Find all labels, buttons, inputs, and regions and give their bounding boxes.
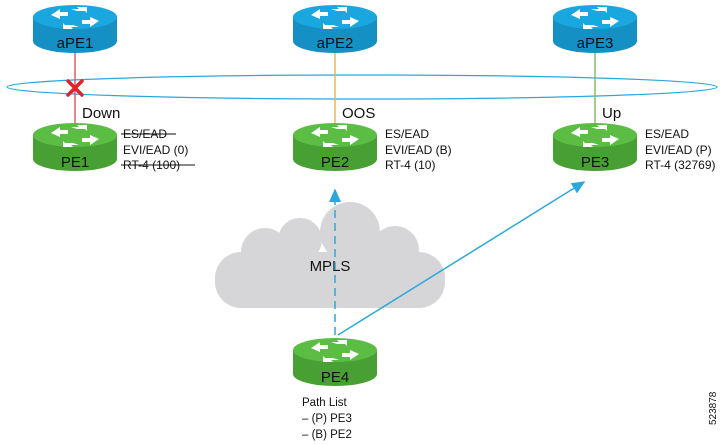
- pe-router-pe3-label: PE3: [581, 154, 609, 171]
- pe2-route-2: EVI/EAD (B): [385, 143, 452, 157]
- link-state-ape3: Up: [602, 105, 621, 122]
- pe1-routes: ES/EAD EVI/EAD (0) RT-4 (100): [121, 127, 195, 172]
- pe-router-pe2-label: PE2: [321, 154, 349, 171]
- pe-router-pe4: PE4: [293, 338, 377, 386]
- pe-router-pe1: PE1: [33, 123, 117, 171]
- pe-router-pe4-label: PE4: [321, 369, 349, 386]
- router-arrows-icon: [571, 125, 619, 147]
- mpls-cloud-label: MPLS: [310, 258, 351, 275]
- pe3-route-2: EVI/EAD (P): [645, 143, 712, 157]
- pe-router-pe1-label: PE1: [61, 154, 89, 171]
- router-arrows-icon: [51, 125, 99, 147]
- pe2-route-3: RT-4 (10): [385, 158, 435, 172]
- access-router-ape2-label: aPE2: [317, 35, 354, 52]
- pe2-routes: ES/EAD EVI/EAD (B) RT-4 (10): [385, 127, 452, 172]
- router-arrows-icon: [571, 7, 619, 29]
- link-state-ape2: OOS: [342, 105, 375, 122]
- pe3-routes: ES/EAD EVI/EAD (P) RT-4 (32769): [645, 127, 715, 172]
- path-list-title: Path List: [302, 397, 348, 409]
- access-router-ape2: aPE2: [293, 5, 377, 53]
- pe3-route-3: RT-4 (32769): [645, 158, 715, 172]
- access-router-ape1: aPE1: [33, 5, 117, 53]
- primary-path-pe4-pe3: [337, 181, 586, 336]
- access-router-ape3: aPE3: [553, 5, 637, 53]
- router-arrows-icon: [311, 7, 359, 29]
- path-list-item-1: – (P) PE3: [302, 413, 352, 425]
- mpls-cloud: [215, 202, 445, 308]
- pe2-route-1: ES/EAD: [385, 127, 429, 141]
- pe-router-pe2: PE2: [293, 123, 377, 171]
- pe-router-pe3: PE3: [553, 123, 637, 171]
- figure-id: 523878: [708, 391, 719, 425]
- link-state-ape1: Down: [82, 105, 120, 122]
- router-arrows-icon: [311, 340, 359, 362]
- ethernet-segment-ellipse: [6, 74, 718, 100]
- router-arrows-icon: [311, 125, 359, 147]
- access-router-ape1-label: aPE1: [57, 35, 94, 52]
- access-router-ape3-label: aPE3: [577, 35, 614, 52]
- router-arrows-icon: [51, 7, 99, 29]
- pe3-route-1: ES/EAD: [645, 127, 689, 141]
- pe1-route-2: EVI/EAD (0): [123, 143, 188, 157]
- path-list-item-2: – (B) PE2: [302, 429, 352, 441]
- link-failure-x-icon: [66, 79, 84, 97]
